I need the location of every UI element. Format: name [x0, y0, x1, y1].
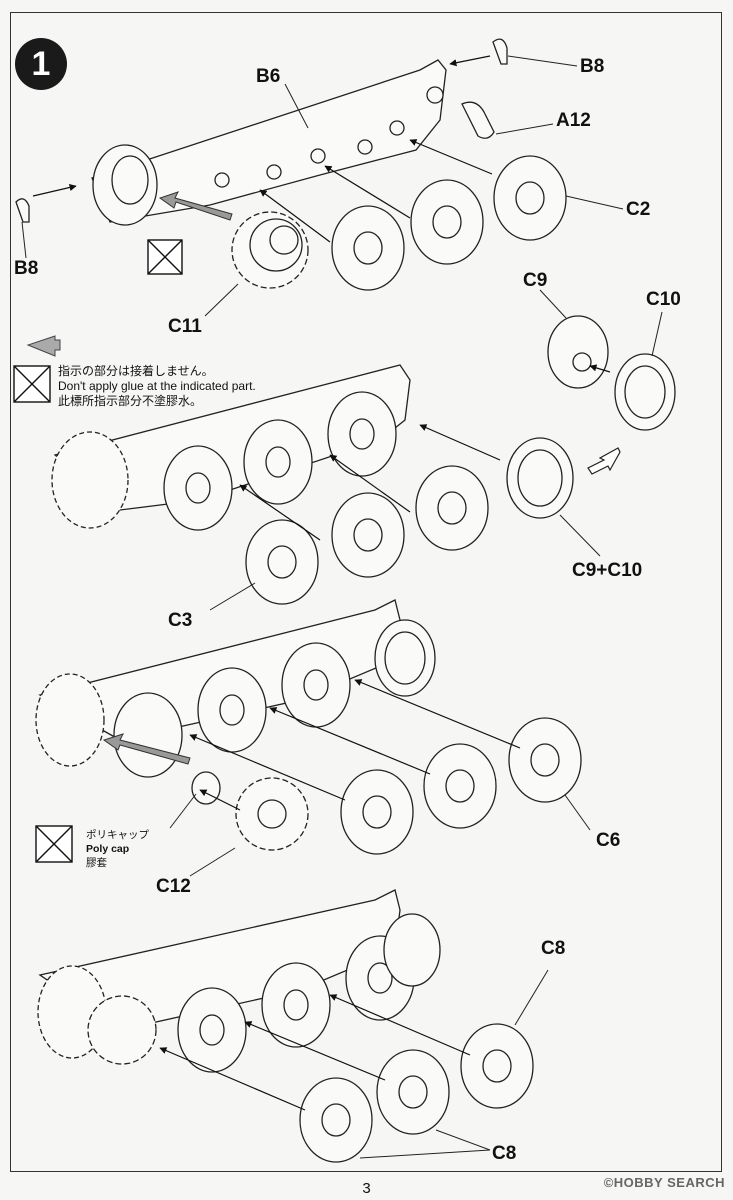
pin-b8-left [15, 198, 30, 223]
assembly-stage-2 [51, 364, 489, 605]
glue-note-cn: 此標所指示部分不塗膠水。 [58, 394, 203, 408]
insertion-arrow [102, 733, 191, 765]
label-c8-bottom: C8 [492, 1143, 517, 1164]
assembly-arrows [32, 55, 611, 1111]
polycap-note: ポリキャップ Poly cap 膠套 [86, 828, 149, 870]
step-number-badge: 1 [15, 38, 67, 90]
step-number: 1 [31, 44, 51, 83]
label-c3: C3 [168, 610, 193, 631]
label-c6: C6 [596, 830, 621, 851]
glue-note-en: Don't apply glue at the indicated part. [58, 379, 256, 393]
page-number: 3 [362, 1180, 371, 1197]
instruction-frame [10, 12, 722, 1172]
no-glue-icon [13, 239, 183, 863]
insertion-arrow [158, 191, 233, 221]
label-c11: C11 [168, 316, 202, 337]
leader-lines [21, 55, 663, 1159]
label-c10: C10 [646, 289, 681, 310]
part-a12 [461, 101, 495, 139]
label-c8-top: C8 [541, 938, 566, 959]
road-wheels-c2 [331, 155, 567, 291]
hollow-arrow [587, 447, 621, 475]
watermark-prefix: © [603, 1175, 614, 1190]
polycap-note-cn: 膠套 [86, 857, 107, 869]
pin-b8-top [492, 38, 508, 65]
label-c9: C9 [523, 270, 548, 291]
watermark: ©HOBBY SEARCH [604, 1175, 725, 1190]
label-a12: A12 [556, 110, 591, 131]
assembly-stage-4 [37, 889, 534, 1163]
label-c9-c10: C9+C10 [572, 560, 643, 581]
label-b8-top: B8 [580, 56, 605, 77]
suspension-arm-b6 [91, 59, 447, 226]
sprocket-c11 [231, 211, 309, 289]
glue-note-jp: 指示の部分は接着しません。 [58, 364, 214, 378]
label-b6: B6 [256, 66, 281, 87]
assembly-stage-3 [35, 599, 582, 855]
watermark-text: HOBBY SEARCH [613, 1175, 725, 1190]
label-c12: C12 [156, 876, 191, 897]
direction-arrow-left [26, 335, 61, 357]
idler-wheel-parts [506, 315, 676, 519]
glue-note: 指示の部分は接着しません。 Don't apply glue at the in… [58, 364, 256, 409]
polycap-note-jp: ポリキャップ [86, 829, 149, 841]
label-c2: C2 [626, 199, 651, 220]
label-b8-left: B8 [14, 258, 39, 279]
polycap-note-en: Poly cap [86, 843, 130, 855]
